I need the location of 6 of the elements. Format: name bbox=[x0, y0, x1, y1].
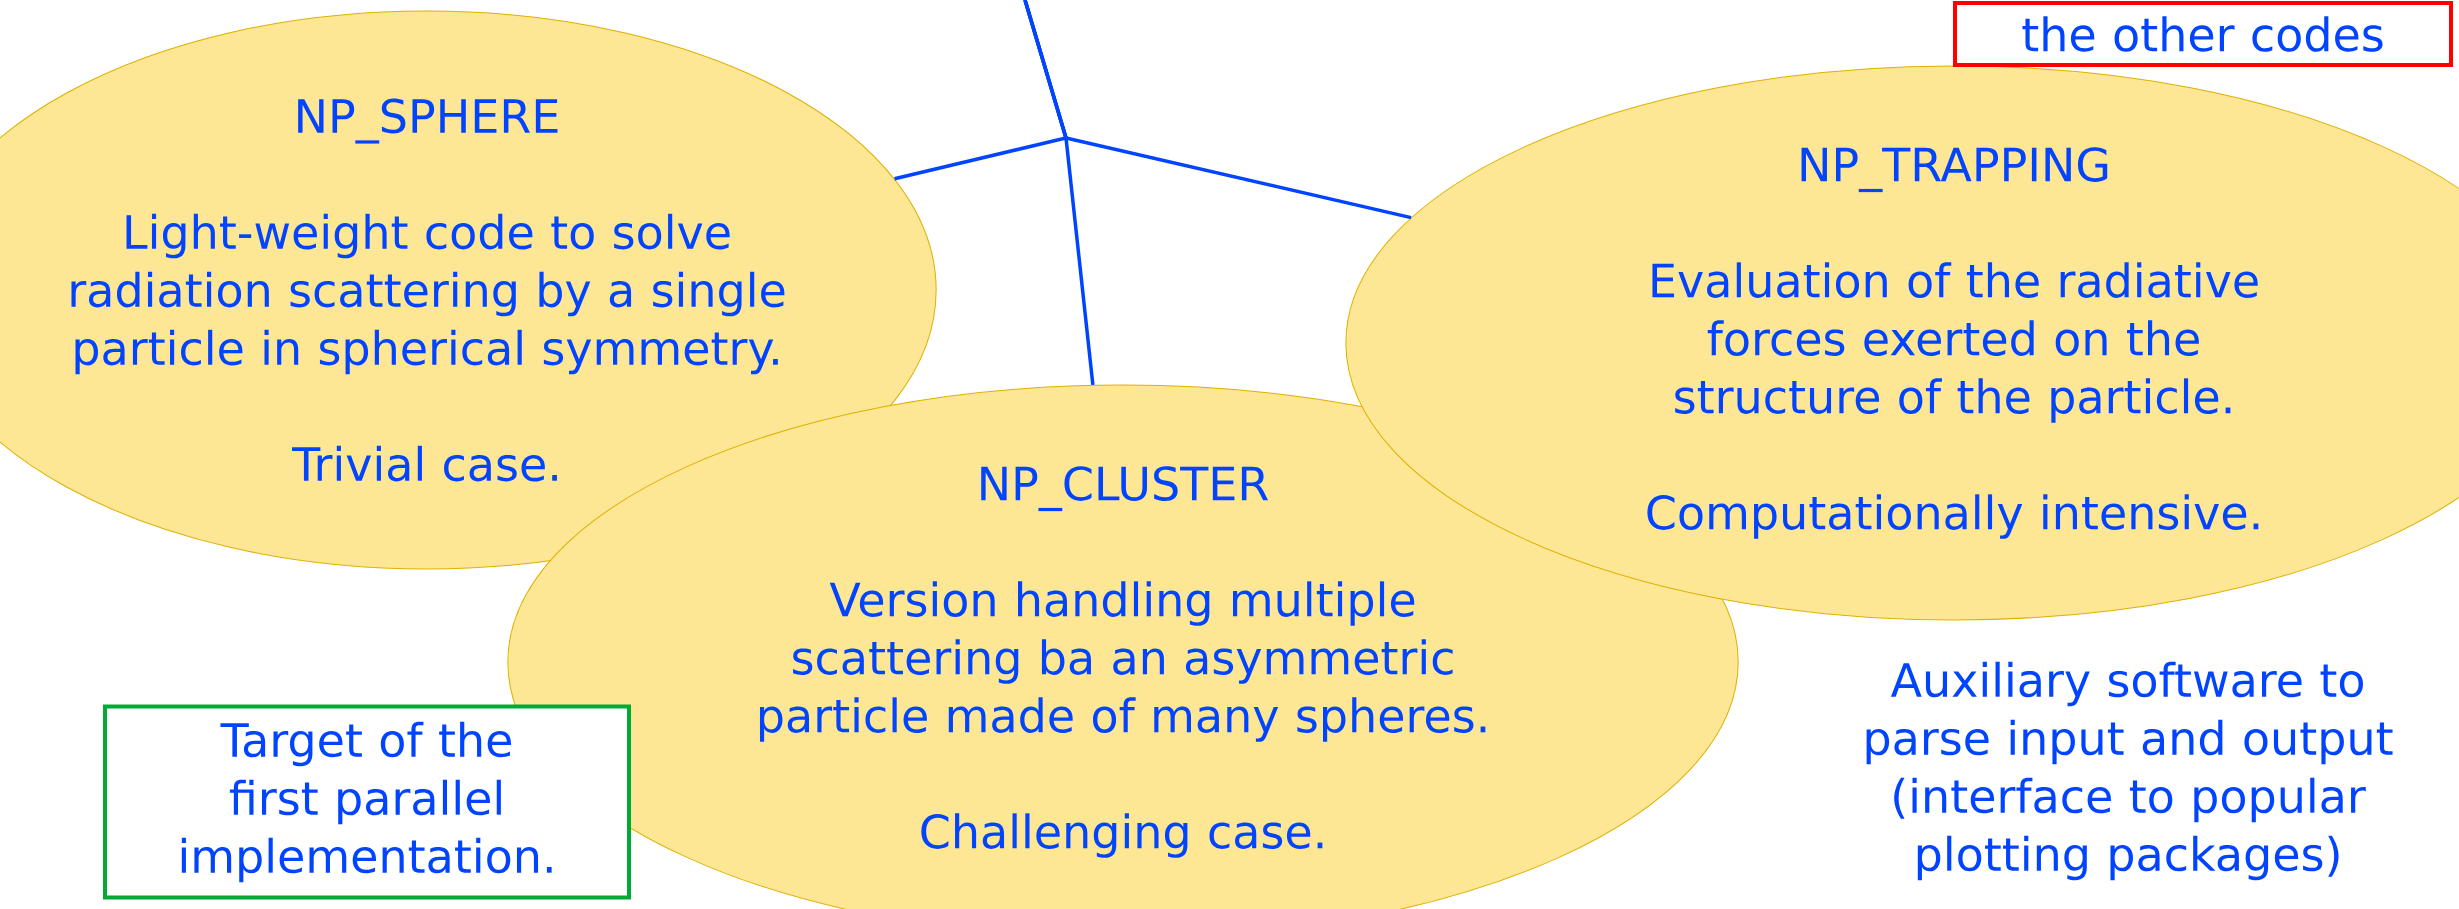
connector-line bbox=[1023, 0, 1412, 220]
note-box: the other codes bbox=[1953, 1, 2453, 67]
note-box: Target of the first parallel implementation. bbox=[103, 704, 631, 900]
node-label: NP_CLUSTER bbox=[981, 466, 1269, 512]
node-label: Challenging case. bbox=[921, 813, 1323, 858]
note-text: Auxiliary software to parse input and output (interface to popular plotting packages) bbox=[1866, 661, 2393, 881]
